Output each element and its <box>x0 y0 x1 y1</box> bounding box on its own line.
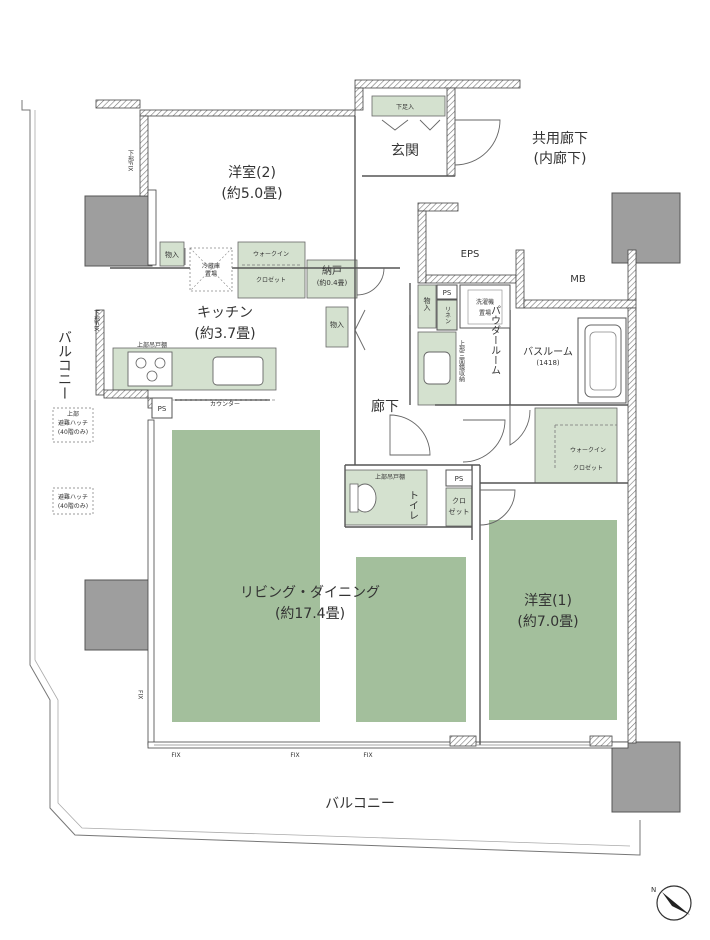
label-fridge-1: 冷蔵庫 <box>202 262 220 270</box>
column-w <box>84 579 153 651</box>
label-fix-5: FIX <box>290 752 299 759</box>
linen-cabinet <box>436 299 458 331</box>
column-se <box>611 741 681 813</box>
room-living-area: (約17.4畳) <box>275 606 345 622</box>
label-vanity: 上部三面鏡収納 <box>458 339 465 383</box>
label-walkin-top-2: クロゼット <box>256 276 286 284</box>
living-dining-floor <box>172 430 320 722</box>
label-hatch-2-1: 避難ハッチ <box>58 493 88 501</box>
label-ps-3: PS <box>455 475 464 483</box>
room-western-1-area: (約7.0畳) <box>517 614 578 630</box>
label-linen: リネン <box>444 306 451 324</box>
hatch-2-box <box>52 487 94 515</box>
washer-space <box>459 284 511 329</box>
walkin-dash-right <box>554 424 617 470</box>
label-storage-2: 物入 <box>330 320 344 329</box>
room-kitchen-area: (約3.7畳) <box>194 326 255 342</box>
room-mb: MB <box>570 274 586 285</box>
stove-burner-2 <box>154 357 166 369</box>
label-fix-1: 下部FIX <box>127 150 134 171</box>
label-upper-cabinet-kitchen: 上部吊戸棚 <box>137 341 167 349</box>
label-walkin-right-1: ウォークイン <box>570 446 606 454</box>
bathtub-inner <box>589 331 617 391</box>
storage-3 <box>417 284 437 329</box>
svg-text:N: N <box>651 886 656 894</box>
toilet-tank <box>349 483 359 513</box>
balcony-outline <box>21 100 641 856</box>
hatch-1-box <box>52 407 94 443</box>
living-dining-floor-2 <box>356 557 466 722</box>
room-kitchen-name: キッチン <box>197 305 253 321</box>
room-eps: EPS <box>461 249 480 260</box>
label-ps-1: PS <box>158 405 167 413</box>
toilet-closet <box>445 487 473 527</box>
balcony-south: バルコニー <box>325 796 395 812</box>
room-bathroom-name: バスルーム <box>523 346 573 358</box>
label-hatch-2-2: (40階のみ) <box>58 502 88 510</box>
windows <box>34 400 590 746</box>
label-fix-3: FIX <box>137 690 144 699</box>
room-bathroom-size: (1418) <box>536 359 560 367</box>
label-walkin-top-1: ウォークイン <box>253 250 289 258</box>
label-closet-1: クロ <box>452 497 466 505</box>
label-washer-1: 洗濯機 <box>476 298 494 306</box>
kitchen-sink <box>212 356 264 386</box>
label-upper-cabinet-toilet: 上部吊戸棚 <box>375 473 405 481</box>
label-fix-4: FIX <box>171 752 180 759</box>
vanity-sink <box>423 351 451 385</box>
storage-top <box>306 259 358 299</box>
common-corridor-2: (内廊下) <box>534 150 587 167</box>
label-hatch-1-2: 避難ハッチ <box>58 419 88 427</box>
label-walkin-right-2: クロゼット <box>573 464 603 472</box>
common-corridor-1: 共用廊下 <box>532 130 588 147</box>
doors <box>184 119 531 526</box>
label-shoe-storage: 下足入 <box>396 104 414 111</box>
storage-1 <box>159 241 185 267</box>
washer-inner <box>467 289 503 325</box>
walkin-closet-right <box>534 407 618 484</box>
room-corridor: 廊下 <box>371 398 399 415</box>
label-fridge-2: 置場 <box>205 270 217 278</box>
label-storage-1: 物入 <box>165 250 179 259</box>
column-ne <box>611 192 681 264</box>
label-washer-2: 置場 <box>479 309 491 317</box>
room-western-2-name: 洋室(2) <box>228 164 276 181</box>
label-fix-2: 下部FIX <box>93 310 100 331</box>
interior-walls <box>110 116 628 745</box>
room-powder: パウダールーム <box>489 305 501 375</box>
ps-powder <box>436 284 458 300</box>
storage-2 <box>325 306 349 348</box>
room-western-2-area: (約5.0畳) <box>221 186 282 202</box>
stove-burner-1 <box>135 357 147 369</box>
label-hatch-1-3: (40階のみ) <box>58 428 88 436</box>
label-hatch-1-1: 上部 <box>67 410 79 418</box>
label-storage-top-1: 納戸 <box>322 264 342 277</box>
label-closet-2: ゼット <box>449 507 470 516</box>
ps-kitchen <box>151 397 173 419</box>
room-toilet: トイレ <box>407 490 419 520</box>
label-storage-top-2: (約0.4畳) <box>317 278 348 287</box>
room-living-name: リビング・ダイニング <box>240 585 380 601</box>
shoe-storage <box>371 95 446 117</box>
room-western-1-name: 洋室(1) <box>524 592 572 609</box>
label-storage-3: 物入 <box>423 296 431 311</box>
stove-burner-3 <box>146 370 158 382</box>
label-counter: カウンター <box>210 400 240 408</box>
fridge-space <box>189 247 233 292</box>
ps-toilet <box>445 469 473 487</box>
compass-icon: N <box>651 885 692 921</box>
room-entrance: 玄関 <box>391 142 419 159</box>
label-ps-2: PS <box>443 289 452 297</box>
walkin-closet-top <box>237 241 306 299</box>
western-room-1-floor <box>489 520 617 720</box>
balcony-inner <box>34 110 631 847</box>
label-fix-6: FIX <box>363 752 372 759</box>
balcony-west: バルコニー <box>56 330 72 400</box>
column-nw <box>84 195 153 267</box>
